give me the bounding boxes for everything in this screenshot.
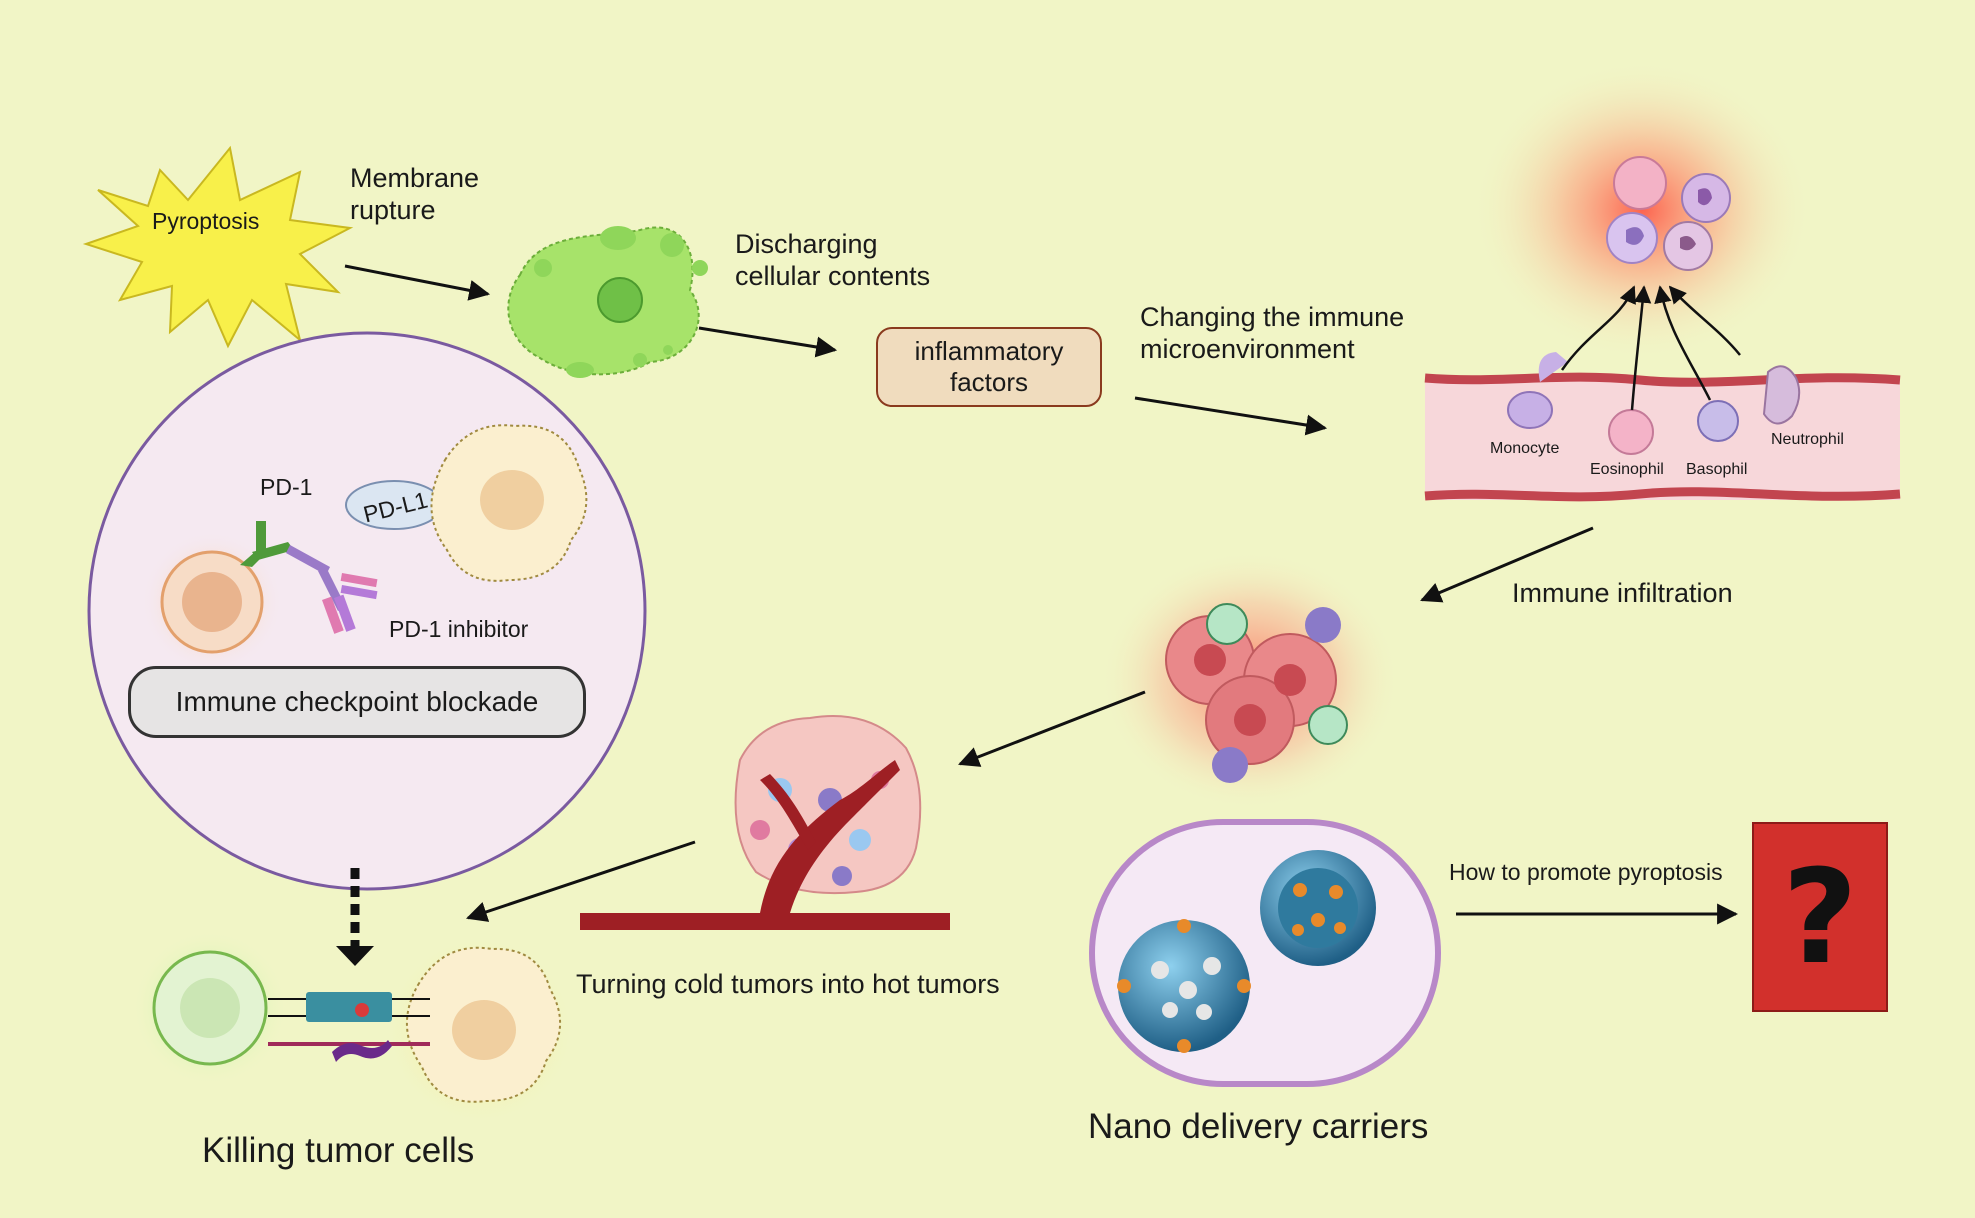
flow-arrows (344, 264, 1739, 925)
blood-vessel-illustration (1424, 352, 1901, 502)
how-promote-label: How to promote pyroptosis (1449, 859, 1723, 885)
killing-tumor-cells-label: Killing tumor cells (202, 1131, 475, 1170)
ruptured-cell-illustration (507, 226, 708, 378)
basophil-label: Basophil (1686, 461, 1748, 478)
inflammation-cells-illustration (1472, 60, 1812, 360)
dashed-down-arrowhead (336, 946, 374, 966)
pd1-inhibitor-label: PD-1 inhibitor (389, 616, 529, 642)
inflammatory-factors-box: inflammatory factors (876, 327, 1102, 407)
nano-delivery-label: Nano delivery carriers (1088, 1107, 1429, 1146)
membrane-rupture-label: Membrane rupture (350, 163, 480, 225)
checkpoint-illustration (142, 424, 588, 672)
eosinophil-label: Eosinophil (1590, 461, 1664, 478)
neutrophil-label: Neutrophil (1771, 431, 1844, 448)
extravasation-arrows (1560, 285, 1741, 411)
cold-to-hot-label: Turning cold tumors into hot tumors (576, 969, 1000, 999)
infiltrated-tumor-illustration (1100, 550, 1400, 810)
question-box: ? (1752, 822, 1888, 1012)
pd1-label: PD-1 (260, 474, 313, 500)
monocyte-label: Monocyte (1490, 440, 1560, 457)
pyroptosis-starburst (82, 145, 354, 349)
inflammatory-factors-label: inflammatory factors (914, 335, 1064, 397)
pyroptosis-label: Pyroptosis (152, 208, 260, 234)
killing-illustration (132, 930, 575, 1125)
changing-label: Changing the immune microenvironment (1140, 302, 1405, 364)
immune-checkpoint-blockade-box: Immune checkpoint blockade (128, 666, 586, 738)
hot-tumor-illustration (580, 715, 950, 930)
nano-carrier-illustration (1089, 819, 1441, 1087)
immune-infiltration-label: Immune infiltration (1512, 578, 1733, 608)
question-mark: ? (1782, 841, 1858, 993)
immune-checkpoint-blockade-label: Immune checkpoint blockade (175, 686, 539, 717)
discharging-label: Discharging cellular contents (735, 229, 931, 291)
